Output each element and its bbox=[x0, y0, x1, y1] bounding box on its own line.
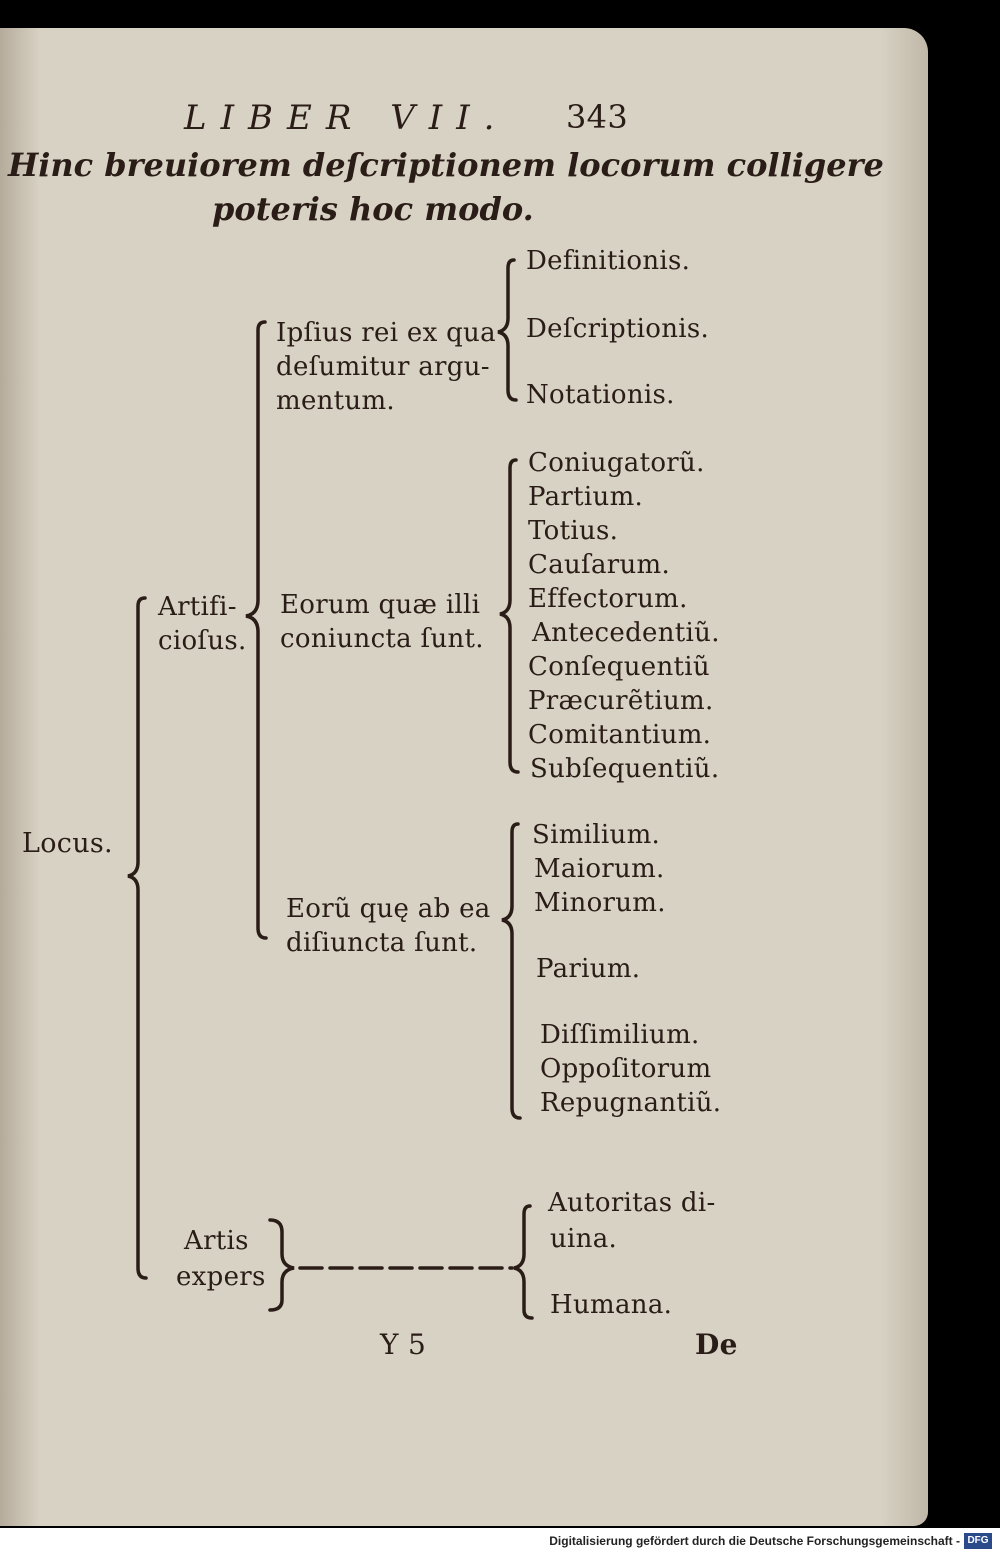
disiuncta-line-1: Eorũ quę ab ea bbox=[286, 894, 491, 924]
disiuncta-item: Oppoſitorum bbox=[540, 1054, 712, 1084]
artis-expers-item: uina. bbox=[550, 1224, 618, 1254]
artis-expers-line-2: expers bbox=[176, 1262, 266, 1292]
disiuncta-item: Minorum. bbox=[534, 888, 666, 918]
coniuncta-item: Totius. bbox=[528, 516, 619, 546]
coniuncta-line-2: coniuncta ſunt. bbox=[280, 624, 484, 654]
artificiosus-line-1: Artifi- bbox=[158, 592, 237, 622]
coniuncta-item: Præcurẽtium. bbox=[528, 686, 714, 716]
disiuncta-item: Maiorum. bbox=[534, 854, 665, 884]
catchword: De bbox=[695, 1328, 738, 1361]
artis-expers-item: Autoritas di- bbox=[548, 1188, 716, 1218]
coniuncta-item: Cauſarum. bbox=[528, 550, 671, 580]
root-locus: Locus. bbox=[22, 828, 113, 859]
footer-bar: Digitalisierung gefördert durch die Deut… bbox=[0, 1528, 1000, 1556]
ipsius-line-3: mentum. bbox=[276, 386, 395, 416]
artis-expers-line-1: Artis bbox=[184, 1226, 249, 1256]
heading-line-1: Hinc breuiorem deſcriptionem locorum col… bbox=[8, 146, 884, 184]
signature-mark: Y 5 bbox=[380, 1328, 427, 1361]
artificiosus-line-2: cioſus. bbox=[158, 626, 247, 656]
coniuncta-item: Conſequentiũ bbox=[528, 652, 710, 682]
dfg-logo: DFG bbox=[964, 1533, 992, 1549]
book-page: LIBER VII. 343 Hinc breuiorem deſcriptio… bbox=[0, 28, 928, 1526]
bracket-lines bbox=[127, 258, 534, 1320]
coniuncta-item: Subſequentiũ. bbox=[530, 754, 720, 784]
coniuncta-item: Effectorum. bbox=[528, 584, 688, 614]
ipsius-line-2: deſumitur argu- bbox=[276, 352, 490, 382]
disiuncta-line-2: diſiuncta ſunt. bbox=[286, 928, 478, 958]
coniuncta-line-1: Eorum quæ illi bbox=[280, 590, 481, 620]
footer-text: Digitalisierung gefördert durch die Deut… bbox=[549, 1534, 960, 1548]
disiuncta-item: Similium. bbox=[532, 820, 661, 850]
coniuncta-item: Coniugatorũ. bbox=[528, 448, 705, 478]
ipsius-item: Notationis. bbox=[526, 380, 675, 410]
running-title: LIBER VII. bbox=[184, 98, 509, 138]
ipsius-line-1: Ipſius rei ex qua bbox=[276, 318, 496, 348]
disiuncta-item: Diſſimilium. bbox=[540, 1020, 700, 1050]
coniuncta-item: Comitantium. bbox=[528, 720, 712, 750]
artis-expers-item: Humana. bbox=[550, 1290, 673, 1320]
coniuncta-item: Partium. bbox=[528, 482, 644, 512]
ipsius-item: Definitionis. bbox=[526, 246, 691, 276]
page-number: 343 bbox=[566, 98, 628, 136]
ipsius-item: Deſcriptionis. bbox=[526, 314, 710, 344]
heading-line-2: poteris hoc modo. bbox=[212, 190, 534, 228]
disiuncta-item: Parium. bbox=[536, 954, 641, 984]
disiuncta-item: Repugnantiũ. bbox=[540, 1088, 722, 1118]
coniuncta-item: Antecedentiũ. bbox=[532, 618, 720, 648]
